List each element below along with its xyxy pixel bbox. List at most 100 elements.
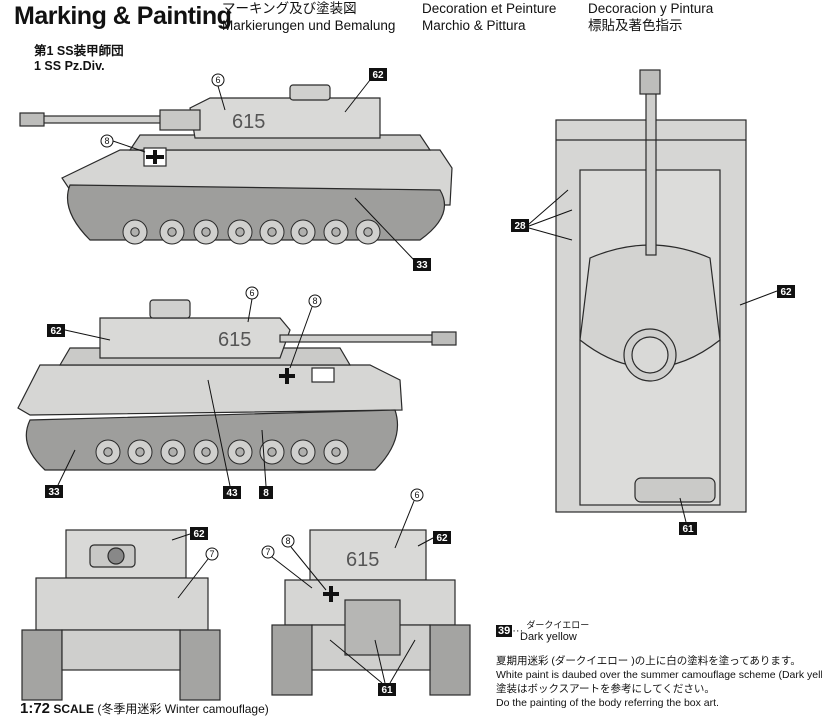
svg-text:62: 62 — [436, 533, 448, 544]
svg-text:6: 6 — [215, 75, 220, 85]
callout-7-rear: 7 — [261, 545, 313, 589]
color-key: 39··· ダークイエロー Dark yellow — [496, 620, 589, 643]
callout-61-top: 61 — [679, 497, 697, 535]
wheel-hub — [298, 227, 308, 237]
note-en-1: White paint is daubed over the summer ca… — [496, 669, 822, 681]
header-fr-title: Decoration et Peinture — [422, 1, 557, 16]
cross-icon — [279, 368, 295, 384]
svg-text:62: 62 — [50, 326, 62, 337]
svg-text:61: 61 — [381, 685, 393, 696]
cross-icon — [146, 150, 164, 164]
rear-stowage-bin — [634, 477, 716, 503]
lower-hull-front — [61, 629, 181, 671]
wheel-hub — [103, 447, 113, 457]
rear-view — [271, 529, 471, 696]
commander-cupola — [149, 299, 191, 319]
svg-text:28: 28 — [514, 221, 526, 232]
header-zh-title: 標貼及著色指示 — [588, 18, 683, 33]
wheel-hub — [363, 227, 373, 237]
callout-8-rear: 8 — [281, 534, 327, 591]
gun-bore — [107, 547, 125, 565]
page-title: Marking & Painting — [14, 2, 232, 30]
wheel-hub — [235, 227, 245, 237]
main-gun — [279, 334, 436, 343]
wheel-hub — [331, 447, 341, 457]
wheel-hub — [235, 447, 245, 457]
header-it-title: Marchio & Pittura — [422, 18, 526, 33]
callout-33-side-left: 33 — [354, 197, 431, 271]
right-track — [179, 629, 221, 701]
callout-8-side-right: 8 — [289, 294, 322, 369]
svg-text:7: 7 — [209, 549, 214, 559]
svg-text:8: 8 — [312, 296, 317, 306]
gun-mantlet — [159, 109, 201, 131]
wheel-hub — [201, 227, 211, 237]
svg-text:62: 62 — [372, 70, 384, 81]
color-key-dots: ··· — [512, 625, 524, 637]
color-name-en: Dark yellow — [520, 631, 577, 643]
callout-7-front: 7 — [177, 547, 219, 599]
scale-ratio: 1:72 — [20, 700, 51, 717]
turret — [99, 317, 291, 359]
svg-text:62: 62 — [193, 529, 205, 540]
header-es-title: Decoracion y Pintura — [588, 1, 714, 16]
note-en-2: Do the painting of the body referring th… — [496, 697, 719, 709]
callout-43-side-right: 43 — [207, 379, 241, 499]
callout-61-rear: 61 — [329, 639, 416, 696]
wheel-hub — [201, 447, 211, 457]
svg-text:8: 8 — [104, 136, 109, 146]
turret — [189, 97, 381, 139]
callout-6-rear: 6 — [394, 488, 424, 549]
scale-detail: (冬季用迷彩 Winter camouflage) — [97, 702, 269, 716]
callout-33-side-right: 33 — [45, 449, 76, 498]
svg-text:43: 43 — [226, 488, 238, 499]
commander-cupola — [289, 84, 331, 101]
color-name-jp: ダークイエロー — [526, 620, 590, 630]
hull-superstructure — [128, 134, 432, 151]
header-column-1: マーキング及び塗装図 Markierungen und Bemalung — [222, 0, 395, 34]
color-number-badge: 39 — [496, 625, 513, 637]
wheel-hub — [267, 227, 277, 237]
scale-label: 1:72 SCALE (冬季用迷彩 Winter camouflage) — [20, 700, 269, 717]
header-column-2: Decoration et Peinture Marchio & Pittura — [422, 0, 556, 34]
callouts: 6 8 6 8 6 8 7 — [45, 68, 795, 696]
svg-text:62: 62 — [780, 287, 792, 298]
exhaust-muffler — [344, 599, 401, 656]
main-gun — [645, 84, 657, 256]
note-jp-2: 塗装はボックスアートを参考にしてください。 — [496, 683, 715, 695]
right-track — [429, 624, 471, 696]
wheel-hub — [135, 447, 145, 457]
callout-6-side-left: 6 — [211, 73, 226, 111]
wheel-hub — [168, 447, 178, 457]
cross-icon — [323, 586, 339, 602]
road-wheels-right — [95, 439, 349, 465]
callout-8-side-left: 8 — [100, 134, 146, 153]
svg-text:61: 61 — [682, 524, 694, 535]
callout-62-side-right: 62 — [47, 324, 111, 341]
svg-text:7: 7 — [265, 547, 270, 557]
header-column-3: Decoracion y Pintura 標貼及著色指示 — [588, 0, 713, 34]
unit-label-en: 1 SS Pz.Div. — [34, 59, 105, 73]
callout-28-top: 28 — [511, 189, 573, 241]
header-jp-title: マーキング及び塗装図 — [222, 1, 357, 16]
callout-62-top: 62 — [739, 285, 795, 306]
svg-text:8: 8 — [263, 488, 269, 499]
svg-text:6: 6 — [414, 490, 419, 500]
road-wheels-left — [122, 219, 381, 245]
muzzle-brake — [639, 69, 661, 95]
turret-top — [579, 244, 721, 368]
svg-text:8: 8 — [285, 536, 290, 546]
wheel-hub — [130, 227, 140, 237]
callout-8-side-right-box: 8 — [259, 429, 273, 499]
callout-62-side-left: 62 — [344, 68, 387, 113]
turret-number-rear: 615 — [346, 549, 379, 571]
wheel-hub — [331, 227, 341, 237]
svg-text:33: 33 — [416, 260, 428, 271]
front-view — [21, 529, 221, 701]
muzzle-brake — [19, 112, 45, 127]
envelope-marking — [311, 367, 335, 383]
hull-front — [35, 577, 209, 631]
svg-text:33: 33 — [48, 487, 60, 498]
wheel-hub — [267, 447, 277, 457]
